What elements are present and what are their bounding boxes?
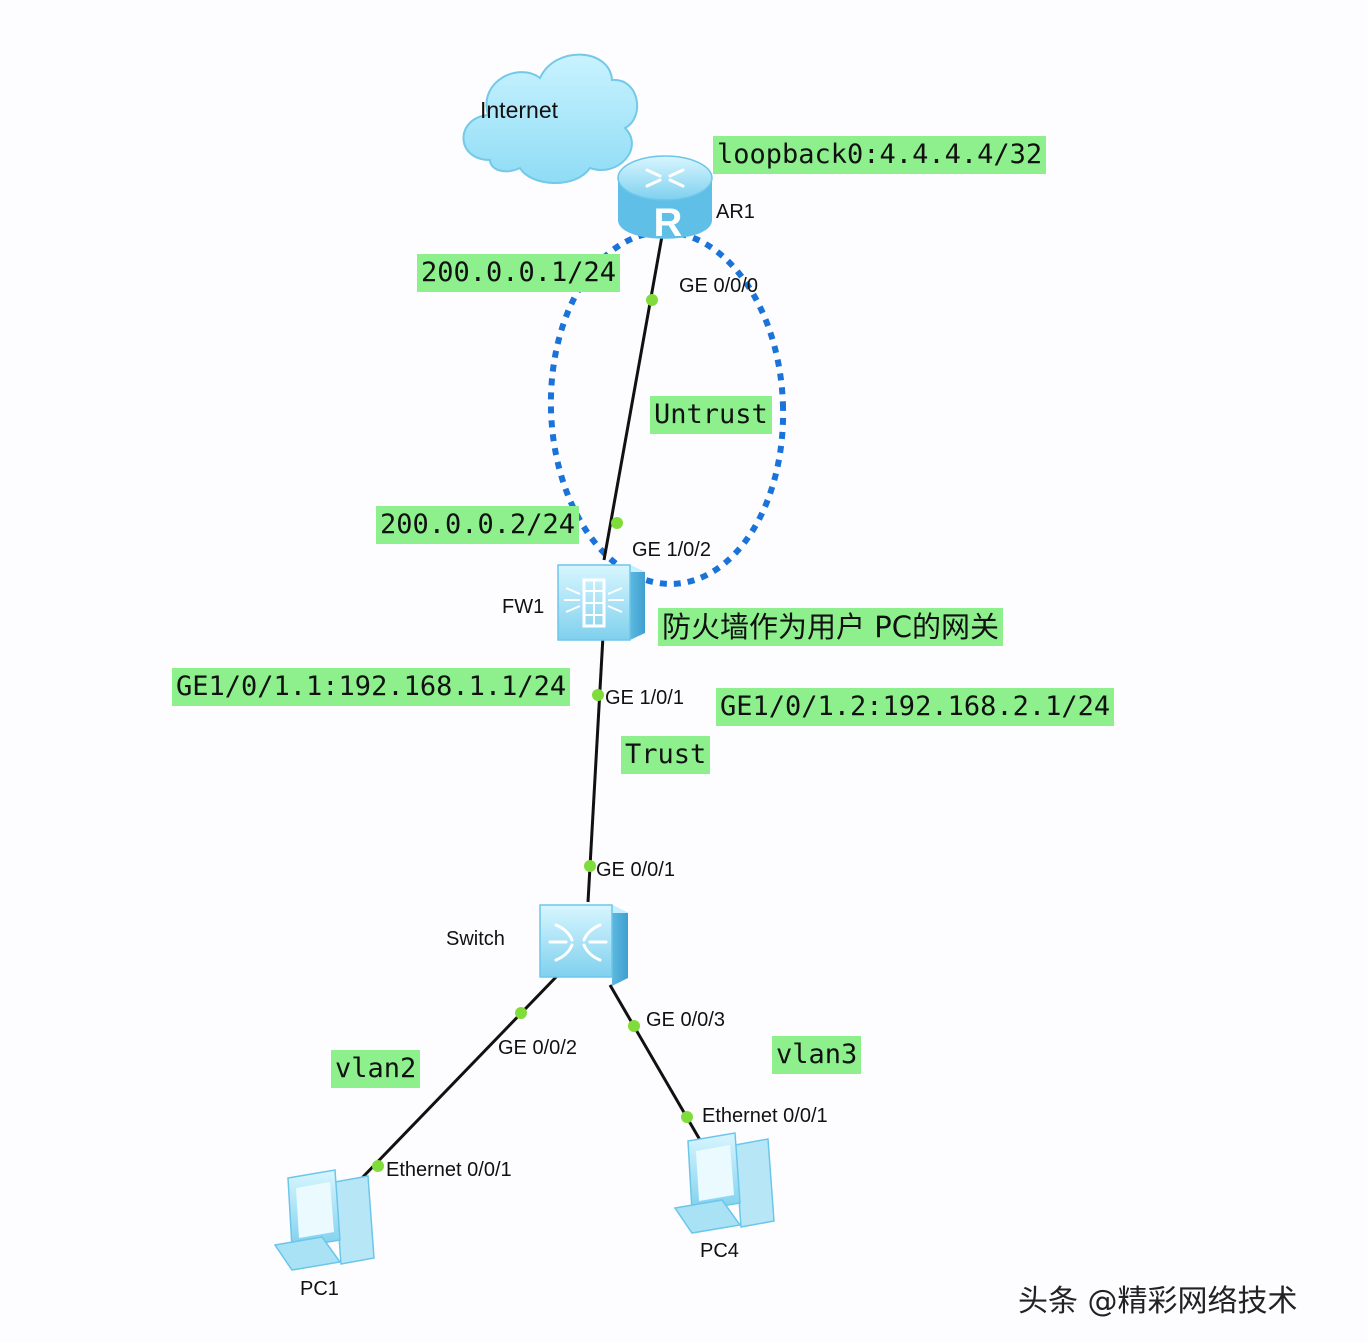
port-dot xyxy=(515,1007,527,1019)
tag-vlan2: vlan2 xyxy=(331,1050,421,1088)
tag-subinterface-1: GE1/0/1.1:192.168.1.1/24 xyxy=(172,668,571,706)
port-label-fw-ge101: GE 1/0/1 xyxy=(605,687,684,709)
switch-icon[interactable] xyxy=(539,904,628,986)
port-dot xyxy=(592,689,604,701)
port-label-pc4-eth: Ethernet 0/0/1 xyxy=(702,1105,828,1127)
watermark: 头条 @精彩网络技术 xyxy=(1018,1284,1298,1319)
port-dot xyxy=(611,517,623,529)
tag-fw-ip: 200.0.0.2/24 xyxy=(376,506,580,544)
ar1-label: AR1 xyxy=(716,201,755,223)
port-dot xyxy=(681,1111,693,1123)
tag-subinterface-2: GE1/0/1.2:192.168.2.1/24 xyxy=(716,688,1115,726)
tag-vlan3: vlan3 xyxy=(772,1036,862,1074)
internet-label: Internet xyxy=(480,97,558,123)
untrust-zone-boundary xyxy=(547,229,787,587)
tag-untrust-zone: Untrust xyxy=(650,396,772,434)
tag-loopback: loopback0:4.4.4.4/32 xyxy=(713,136,1047,174)
link-fw1-switch xyxy=(586,635,605,903)
pc-icon[interactable] xyxy=(673,1132,775,1234)
port-label-sw-ge002: GE 0/0/2 xyxy=(498,1037,577,1059)
port-label-ar1-ge000: GE 0/0/0 xyxy=(679,275,758,297)
router-icon[interactable] xyxy=(617,155,713,239)
link-ar1-fw1 xyxy=(602,235,664,561)
switch-label: Switch xyxy=(446,928,505,950)
port-label-fw-ge102: GE 1/0/2 xyxy=(632,539,711,561)
tag-trust-zone: Trust xyxy=(621,736,711,774)
pc-icon[interactable] xyxy=(273,1169,375,1271)
tag-gateway-note: 防火墙作为用户 PC的网关 xyxy=(658,608,1003,646)
pc1-label: PC1 xyxy=(300,1278,339,1300)
pc4-label: PC4 xyxy=(700,1240,739,1262)
internet-cloud-icon[interactable] xyxy=(462,53,639,184)
port-label-pc1-eth: Ethernet 0/0/1 xyxy=(386,1159,512,1181)
firewall-icon[interactable] xyxy=(557,564,645,641)
port-label-sw-ge001: GE 0/0/1 xyxy=(596,859,675,881)
router-glyph: R xyxy=(654,201,683,245)
tag-ar1-ip: 200.0.0.1/24 xyxy=(417,254,621,292)
port-dot xyxy=(584,860,596,872)
port-dot xyxy=(628,1020,640,1032)
port-dot xyxy=(372,1160,384,1172)
fw1-label: FW1 xyxy=(502,596,545,618)
port-label-sw-ge003: GE 0/0/3 xyxy=(646,1009,725,1031)
port-dot xyxy=(646,294,658,306)
